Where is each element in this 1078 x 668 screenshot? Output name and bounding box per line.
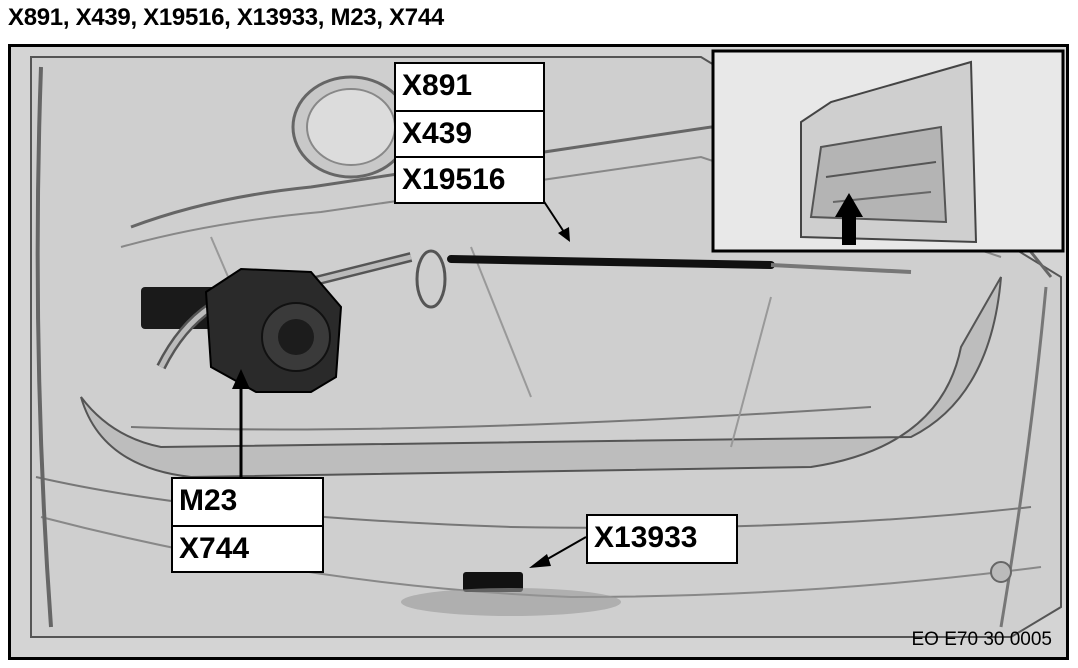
label-x891: X891 <box>402 69 473 102</box>
label-m23: M23 <box>179 484 238 517</box>
diagram-title: X891, X439, X19516, X13933, M23, X744 <box>8 4 444 31</box>
reference-code: EO E70 30 0005 <box>911 629 1053 650</box>
label-x439: X439 <box>396 110 543 156</box>
label-x13933: X13933 <box>594 521 698 554</box>
label-x19516: X19516 <box>396 156 543 202</box>
diagram-frame: X891 X439 X19516 M23 X744 X13933 EO E70 … <box>8 44 1069 660</box>
callout-top-group: X891 X439 X19516 <box>394 62 545 204</box>
label-x744: X744 <box>173 525 322 571</box>
callout-bottom-group: X13933 <box>586 514 738 564</box>
callout-left-group: M23 X744 <box>171 477 324 573</box>
